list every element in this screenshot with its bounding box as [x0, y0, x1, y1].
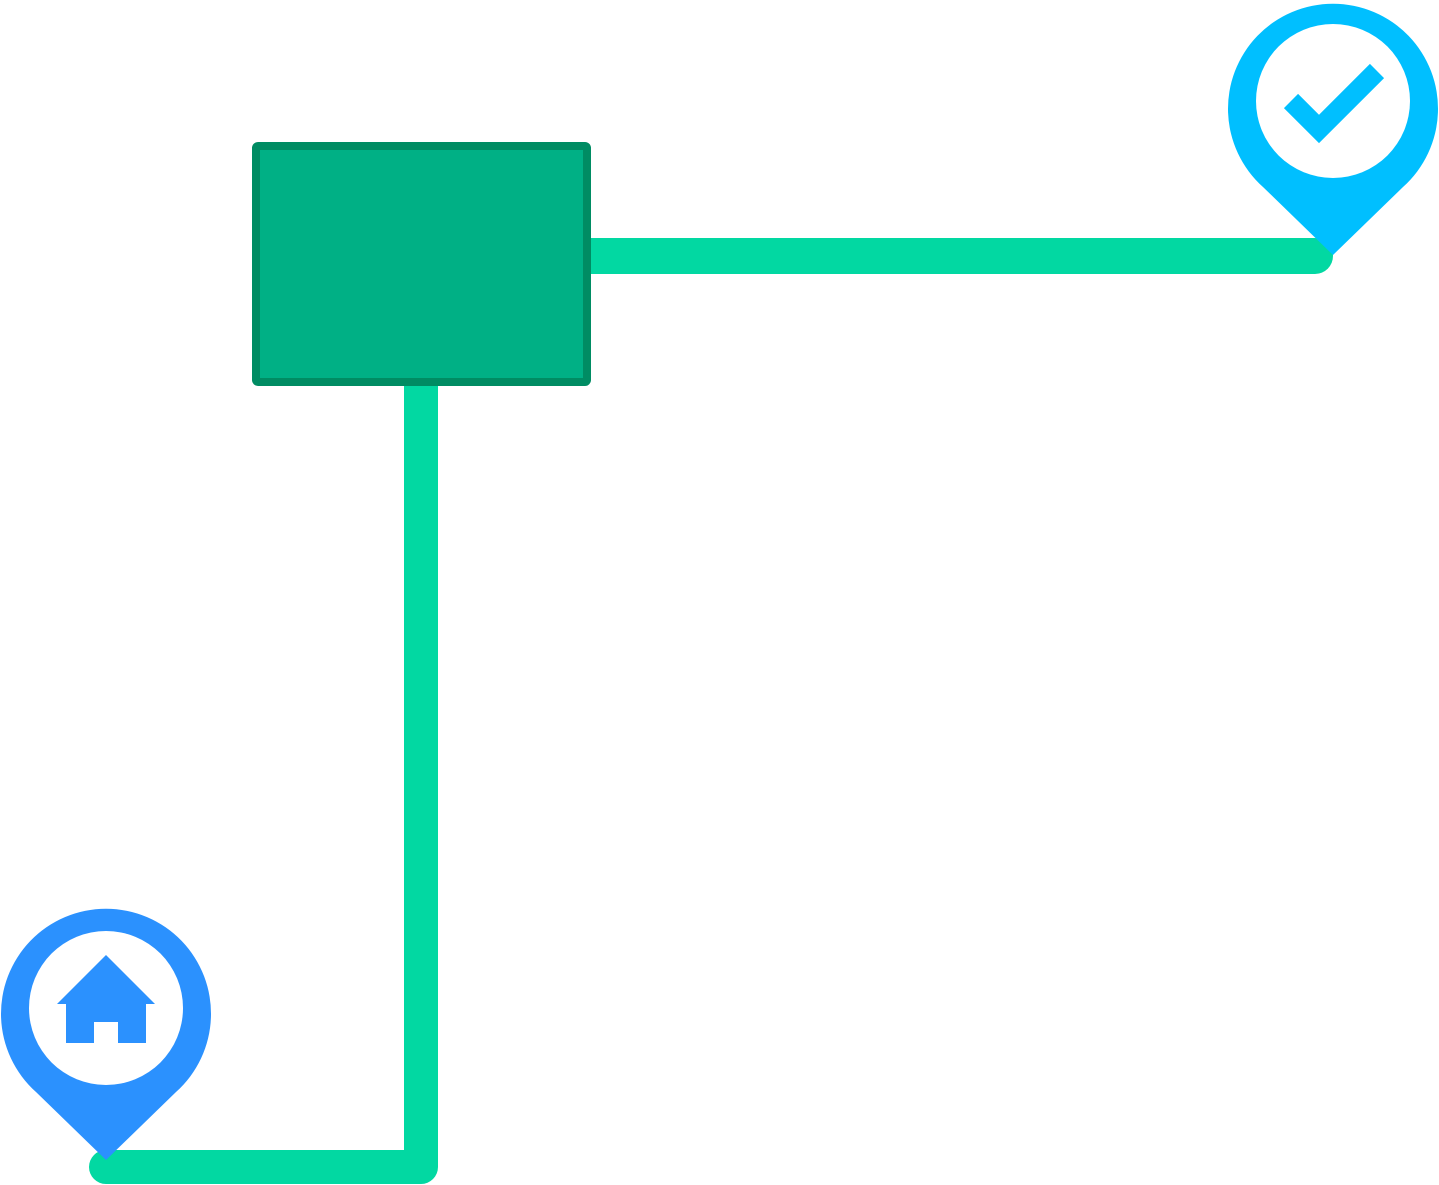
connector-start-to-process [89, 363, 438, 1184]
checkmark-icon [1283, 63, 1385, 144]
end-pin [1228, 3, 1438, 255]
start-pin [1, 908, 211, 1160]
home-icon [57, 955, 155, 1043]
process-box [252, 142, 591, 386]
